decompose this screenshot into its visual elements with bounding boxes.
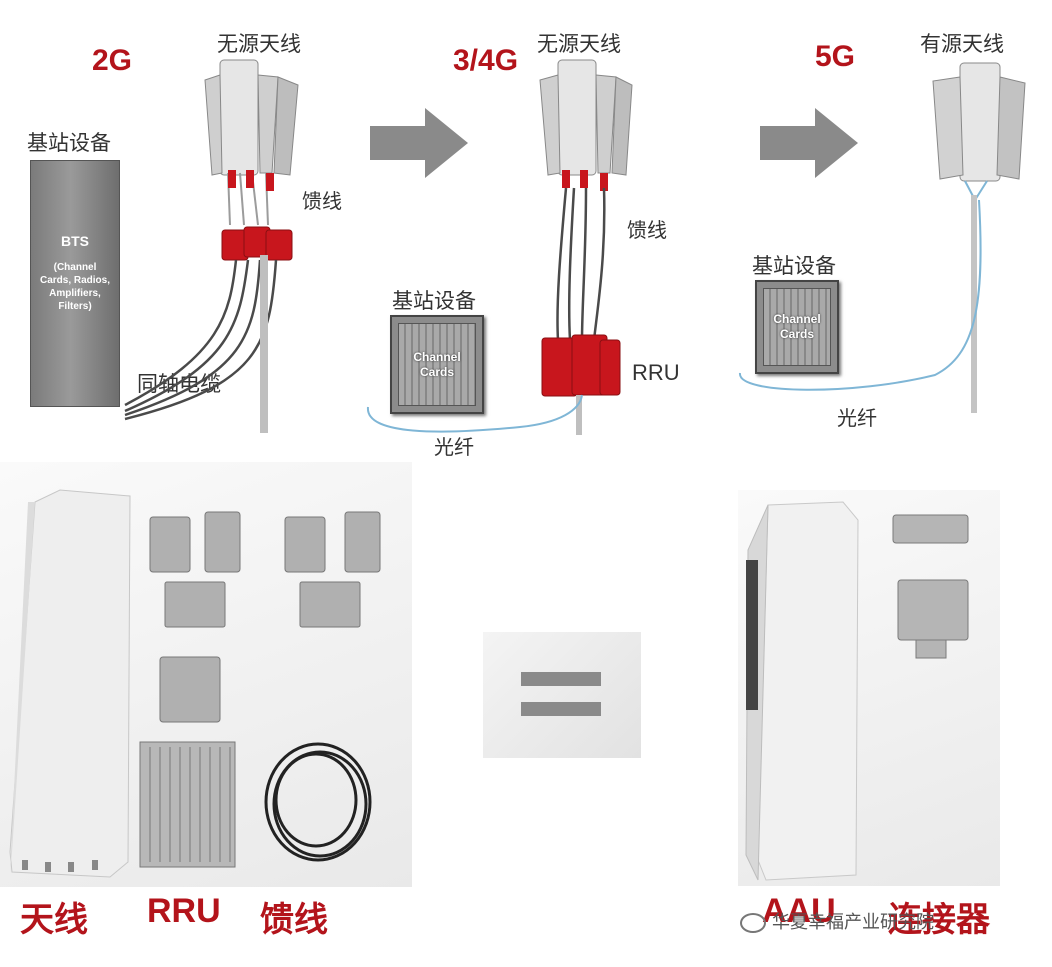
rru-unit-icon [139, 741, 236, 868]
feeder-label-34g: 馈线 [627, 218, 667, 242]
antenna-panel-icon [539, 59, 633, 176]
channel-cards-box-34g: Channel Cards [390, 315, 484, 414]
bts-cabinet: BTS (Channel Cards, Radios, Amplifiers, … [30, 160, 120, 407]
mounting-bracket-icon [892, 514, 969, 659]
wechat-icon [740, 913, 766, 933]
label-feeder: 馈线 [260, 900, 328, 940]
aau-unit-icon [745, 501, 859, 881]
generation-2g-title: 2G [92, 44, 133, 77]
base-station-label-34g: 基站设备 [392, 289, 476, 313]
base-station-label-2g: 基站设备 [27, 131, 111, 155]
label-antenna: 天线 [20, 900, 88, 940]
rru-label: RRU [632, 360, 680, 385]
base-station-label-5g: 基站设备 [752, 254, 836, 278]
label-rru: RRU [147, 892, 221, 930]
arrow-right-icon [370, 108, 468, 178]
active-antenna-label-5g: 有源天线 [920, 32, 1004, 56]
arrow-right-icon [760, 108, 858, 178]
antenna-assembly-2g [124, 59, 299, 433]
label-connector: 连接器 [888, 900, 990, 940]
channel-cards-box-5g: Channel Cards [755, 280, 839, 374]
watermark: 华夏幸福产业研究院 [740, 908, 934, 934]
equals-panel [483, 632, 641, 758]
channel-cards-label-34g: Channel Cards [398, 323, 476, 406]
feeder-coil-icon [264, 742, 372, 862]
feeder-label-2g: 馈线 [302, 189, 342, 213]
label-aau: AAU [762, 892, 836, 930]
generation-34g-title: 3/4G [453, 44, 519, 77]
photo-right-aau [738, 490, 1000, 886]
watermark-text: 华夏幸福产业研究院 [772, 912, 934, 933]
antenna-rru-feeder-kit [9, 489, 381, 878]
fiber-label-34g: 光纤 [434, 435, 474, 459]
antenna-panel-icon [204, 59, 299, 176]
antenna-assembly-5g [738, 62, 1026, 413]
active-antenna-icon [932, 62, 1026, 182]
passive-antenna-label-34g: 无源天线 [537, 32, 621, 56]
mounting-bracket-icon [149, 511, 381, 723]
aau-unit-kit [745, 501, 969, 881]
passive-antenna-label-2g: 无源天线 [217, 32, 301, 56]
bts-title: BTS [61, 233, 89, 249]
fiber-label-5g: 光纤 [837, 406, 877, 430]
channel-cards-label-5g: Channel Cards [763, 288, 831, 366]
photo-left-equipment [0, 462, 412, 887]
bts-detail: (Channel Cards, Radios, Amplifiers, Filt… [39, 262, 111, 312]
antenna-radome-icon [9, 489, 131, 878]
equals-icon [521, 672, 601, 686]
antenna-assembly-34g [366, 59, 633, 435]
generation-5g-title: 5G [815, 40, 856, 73]
